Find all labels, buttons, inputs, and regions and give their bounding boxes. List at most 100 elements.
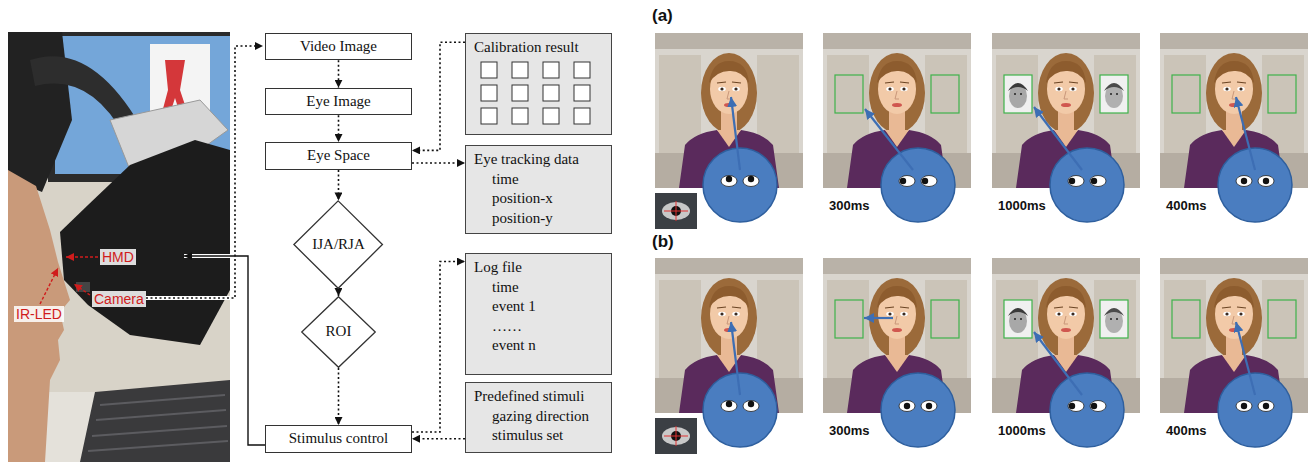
stimulus-frame bbox=[904, 403, 910, 409]
stimulus-frame bbox=[881, 373, 955, 447]
stimulus-frame bbox=[926, 403, 932, 409]
hmd-photo bbox=[60, 140, 230, 345]
node-label: Eye Space bbox=[307, 146, 370, 166]
data-box: Log filetimeevent 1……event n bbox=[465, 253, 612, 375]
node-label: Video Image bbox=[300, 37, 377, 57]
hardware-wires bbox=[74, 284, 90, 295]
node-label: IJA/RJA bbox=[312, 235, 365, 255]
flow-arrow bbox=[338, 368, 340, 425]
diamond-outline bbox=[302, 297, 376, 368]
stimulus-frame bbox=[1218, 373, 1292, 447]
hardware-wires bbox=[40, 268, 58, 304]
stimulus-frame bbox=[731, 322, 740, 395]
stimulus-frame bbox=[703, 373, 777, 447]
stimulus-frame bbox=[1172, 300, 1296, 338]
stimulus-frame bbox=[835, 300, 959, 338]
stimulus-frame bbox=[1241, 403, 1247, 409]
hmd-photo bbox=[8, 32, 230, 462]
stimulus-frame bbox=[703, 148, 777, 222]
stimulus-frame bbox=[655, 193, 697, 229]
data-field: stimulus set bbox=[474, 426, 563, 446]
data-field: event n bbox=[474, 336, 536, 356]
diamond-outline bbox=[294, 201, 383, 288]
data-field: position-y bbox=[474, 209, 553, 229]
calibration-grid bbox=[512, 108, 528, 124]
stimulus-frame bbox=[703, 148, 777, 222]
flow-arrow bbox=[412, 438, 465, 440]
hmd-photo bbox=[8, 32, 72, 192]
process-box: Video Image bbox=[265, 33, 412, 61]
calibration-grid bbox=[481, 62, 497, 78]
flow-arrow bbox=[412, 42, 465, 150]
calibration-grid bbox=[481, 85, 497, 101]
callout-label: HMD bbox=[100, 249, 136, 265]
data-field: event 1 bbox=[474, 297, 536, 317]
time-label: 300ms bbox=[829, 198, 869, 214]
stimulus-frame bbox=[731, 97, 740, 170]
calibration-grid bbox=[574, 62, 590, 78]
stimulus-frame bbox=[1172, 75, 1296, 113]
node-label: Eye Image bbox=[306, 92, 371, 112]
hmd-photo bbox=[76, 282, 90, 292]
stimulus-frame bbox=[865, 109, 913, 170]
flow-arrow bbox=[338, 170, 340, 200]
data-field: time bbox=[474, 170, 519, 190]
stimulus-frame bbox=[900, 178, 906, 184]
calibration-grid bbox=[481, 108, 497, 124]
calibration-grid bbox=[543, 62, 559, 78]
stimulus-frame bbox=[823, 258, 971, 447]
flow-arrow bbox=[412, 262, 465, 432]
hmd-photo bbox=[8, 32, 230, 462]
callout-label: IR-LED bbox=[14, 306, 64, 322]
time-label: 400ms bbox=[1166, 423, 1206, 439]
data-field: position-x bbox=[474, 189, 553, 209]
decision-diamond: ROI bbox=[301, 296, 376, 368]
stimulus-frame bbox=[823, 33, 971, 222]
stimulus-frame bbox=[1004, 300, 1128, 338]
node-label: ROI bbox=[326, 322, 352, 342]
data-box: Predefined stimuligazing directionstimul… bbox=[465, 382, 612, 453]
callout-label: Camera bbox=[92, 291, 146, 307]
hardware-wires bbox=[40, 46, 265, 445]
stimulus-frame bbox=[726, 401, 732, 407]
node-label: Calibration result bbox=[474, 38, 579, 58]
time-label: 1000ms bbox=[998, 423, 1046, 439]
node-label: Eye tracking data bbox=[474, 150, 579, 170]
stimulus-frame bbox=[1263, 403, 1269, 409]
data-box: Eye tracking datatimeposition-xposition-… bbox=[465, 145, 612, 234]
stimulus-frame bbox=[1218, 148, 1292, 222]
stimulus-frame bbox=[1241, 178, 1247, 184]
stimulus-frame bbox=[1050, 148, 1124, 222]
flow-arrow bbox=[412, 162, 465, 164]
stimulus-frame bbox=[881, 373, 955, 447]
data-field: gazing direction bbox=[474, 407, 589, 427]
flow-arrow bbox=[338, 60, 340, 88]
stimulus-frame bbox=[1034, 332, 1082, 395]
calibration-grid bbox=[512, 62, 528, 78]
stimulus-frame bbox=[655, 33, 803, 229]
stimulus-frame bbox=[1091, 178, 1097, 184]
time-label: 300ms bbox=[829, 423, 869, 439]
stimulus-frame bbox=[1050, 373, 1124, 447]
calibration-grid bbox=[543, 85, 559, 101]
calibration-grid bbox=[481, 62, 590, 124]
hardware-wires bbox=[184, 256, 265, 445]
flow-arrow bbox=[338, 290, 340, 296]
hmd-photo bbox=[88, 395, 228, 451]
panel-letter: (b) bbox=[652, 232, 674, 252]
decision-diamond: IJA/RJA bbox=[293, 200, 383, 289]
stimulus-frame bbox=[1069, 178, 1075, 184]
calibration-grid bbox=[574, 85, 590, 101]
stimulus-frame bbox=[748, 176, 754, 182]
stimulus-frame bbox=[1160, 258, 1308, 447]
time-label: 1000ms bbox=[998, 198, 1046, 214]
panel-letter: (a) bbox=[652, 6, 673, 26]
calibration-grid bbox=[512, 85, 528, 101]
data-field: time bbox=[474, 278, 519, 298]
data-field: …… bbox=[474, 317, 522, 337]
stimulus-frame bbox=[1004, 75, 1128, 113]
hardware-wires bbox=[66, 256, 98, 257]
stimulus-frame bbox=[864, 317, 893, 319]
stimulus-frame bbox=[655, 258, 803, 454]
